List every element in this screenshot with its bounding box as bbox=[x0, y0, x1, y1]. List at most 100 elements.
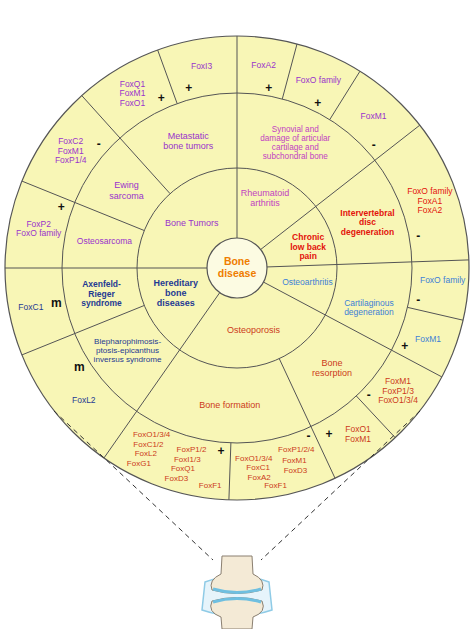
divider-line bbox=[82, 96, 170, 194]
sector-text: Osteoarthritis bbox=[282, 278, 333, 288]
divider-line bbox=[263, 282, 441, 377]
regulation-sign: + bbox=[401, 340, 408, 352]
sector-text: FoxA1 bbox=[407, 197, 452, 207]
sector-text: FoxO family bbox=[407, 187, 452, 197]
regulation-sign: - bbox=[97, 138, 101, 150]
fox-list: FoxO familyFoxA1FoxA2 bbox=[407, 187, 452, 216]
fox-list: FoxC1 bbox=[18, 303, 43, 313]
sector-text: Chronic low back pain bbox=[287, 233, 329, 262]
ring-sector: Osteosarcoma bbox=[77, 237, 132, 247]
center-circle: Bone disease bbox=[215, 256, 259, 280]
sector-text: FoxL2 bbox=[135, 450, 157, 459]
regulation-sign: - bbox=[307, 430, 311, 442]
regulation-sign: + bbox=[314, 97, 321, 109]
dashed-leader bbox=[261, 411, 420, 560]
divider-line bbox=[229, 443, 231, 500]
fox-list: FoxI3 bbox=[191, 62, 212, 72]
divider-line bbox=[237, 36, 238, 238]
sector-text: Osteoporosis bbox=[227, 325, 280, 335]
regulation-sign: + bbox=[326, 428, 333, 440]
sector-text: Osteosarcoma bbox=[77, 237, 132, 247]
regulation-sign: + bbox=[185, 82, 192, 94]
ring-sector: Osteoporosis bbox=[227, 325, 280, 335]
divider-line bbox=[408, 307, 464, 320]
sector-text: FoxP2 bbox=[16, 220, 61, 230]
sector-text: FoxM1 bbox=[282, 457, 306, 466]
ring-sector: Blepharophimosis-ptosis-epicanthus inver… bbox=[92, 337, 164, 364]
sector-text: Hereditary bone diseases bbox=[150, 278, 202, 308]
regulation-sign: - bbox=[367, 389, 371, 401]
sector-text: Bone disease bbox=[215, 256, 259, 280]
sector-text: FoxO1/3/4 bbox=[378, 396, 418, 406]
sector-text: FoxG1 bbox=[127, 460, 151, 469]
fox-list: FoxL2 bbox=[72, 396, 96, 406]
fox-list: FoxM1FoxP1/3FoxO1/3/4 bbox=[378, 377, 418, 406]
sector-text: FoxF1 bbox=[264, 482, 287, 491]
sector-text: FoxO1/3/4 bbox=[235, 455, 272, 464]
sector-text: FoxO1/3/4 bbox=[133, 431, 170, 440]
lower-bone bbox=[211, 598, 264, 629]
sector-text: FoxQ1 bbox=[119, 80, 145, 90]
ring-sector: Rheumatoid arthritis bbox=[240, 188, 290, 208]
sector-text: FoxI3 bbox=[191, 62, 212, 72]
fox-list: FoxO family bbox=[420, 276, 465, 286]
sector-text: FoxF1 bbox=[199, 482, 222, 491]
sector-text: Bone formation bbox=[199, 400, 260, 410]
sector-text: FoxD3 bbox=[284, 467, 308, 476]
sector-text: Metastatic bone tumors bbox=[158, 131, 218, 151]
sector-text: FoxO1 bbox=[119, 99, 145, 109]
sector-text: FoxD3 bbox=[165, 475, 189, 484]
divider-line bbox=[282, 44, 297, 99]
sector-text: FoxC1 bbox=[246, 464, 270, 473]
ring-sector: Osteoarthritis bbox=[282, 278, 333, 288]
sector-text: Rheumatoid arthritis bbox=[240, 188, 290, 208]
sector-text: FoxA2 bbox=[251, 61, 276, 71]
fox-list: FoxO1FoxM1 bbox=[345, 425, 371, 444]
sector-text: FoxP1/2 bbox=[177, 446, 207, 455]
ring-sector: Ewing sarcoma bbox=[104, 180, 148, 200]
sector-text: Ewing sarcoma bbox=[104, 180, 148, 200]
regulation-sign: + bbox=[217, 445, 224, 457]
sector-text: Cartilaginous degeneration bbox=[338, 299, 400, 318]
sector-text: FoxC2 bbox=[55, 137, 87, 147]
cartilage bbox=[213, 599, 261, 603]
sector-text: FoxO family bbox=[420, 276, 465, 286]
sector-text: FoxA2 bbox=[407, 206, 452, 216]
sector-text: FoxO family bbox=[296, 76, 341, 86]
sector-text: FoxC1/2 bbox=[133, 441, 163, 450]
sector-text: FoxQ1 bbox=[171, 465, 195, 474]
regulation-sign: + bbox=[265, 82, 272, 94]
ring-sector: Chronic low back pain bbox=[287, 233, 329, 262]
regulation-sign: m bbox=[74, 361, 85, 373]
sector-text: Synovial and damage of articular cartila… bbox=[259, 125, 331, 162]
ring-sector: Bone Tumors bbox=[165, 218, 219, 228]
dashed-leader bbox=[54, 411, 213, 560]
sector-text: Bone Tumors bbox=[165, 218, 219, 228]
sector-text: FoxP1/3 bbox=[378, 387, 418, 397]
divider-line bbox=[5, 268, 207, 269]
joint-illustration bbox=[54, 411, 420, 629]
sector-text: FoxM1 bbox=[361, 112, 387, 122]
sector-text: FoxP1/2/4 bbox=[278, 446, 314, 455]
ring-sector: Axenfeld-Rieger syndrome bbox=[77, 280, 127, 309]
fox-list: FoxO family bbox=[296, 76, 341, 86]
fox-list: FoxA2 bbox=[251, 61, 276, 71]
sector-text: FoxM1 bbox=[378, 377, 418, 387]
ring-sector: Metastatic bone tumors bbox=[158, 131, 218, 151]
regulation-sign: m bbox=[51, 297, 62, 309]
ring-sector: Hereditary bone diseases bbox=[150, 278, 202, 308]
sector-text: FoxP1/4 bbox=[55, 156, 87, 166]
regulation-sign: + bbox=[58, 201, 65, 213]
sector-text: FoxM1 bbox=[119, 89, 145, 99]
sector-text: FoxL2 bbox=[72, 396, 96, 406]
upper-bone bbox=[211, 556, 263, 594]
sector-text: Bone resorption bbox=[307, 358, 357, 378]
sector-text: Blepharophimosis-ptosis-epicanthus inver… bbox=[92, 337, 164, 364]
sector-text: FoxI1/3 bbox=[174, 456, 201, 465]
fox-list: FoxO1/3/4FoxP1/2/4FoxC1FoxM1FoxA2FoxD3Fo… bbox=[235, 446, 315, 491]
regulation-sign: - bbox=[372, 139, 376, 151]
divider-line bbox=[104, 293, 220, 458]
ring-sector: Bone resorption bbox=[307, 358, 357, 378]
cartilage bbox=[213, 589, 261, 593]
